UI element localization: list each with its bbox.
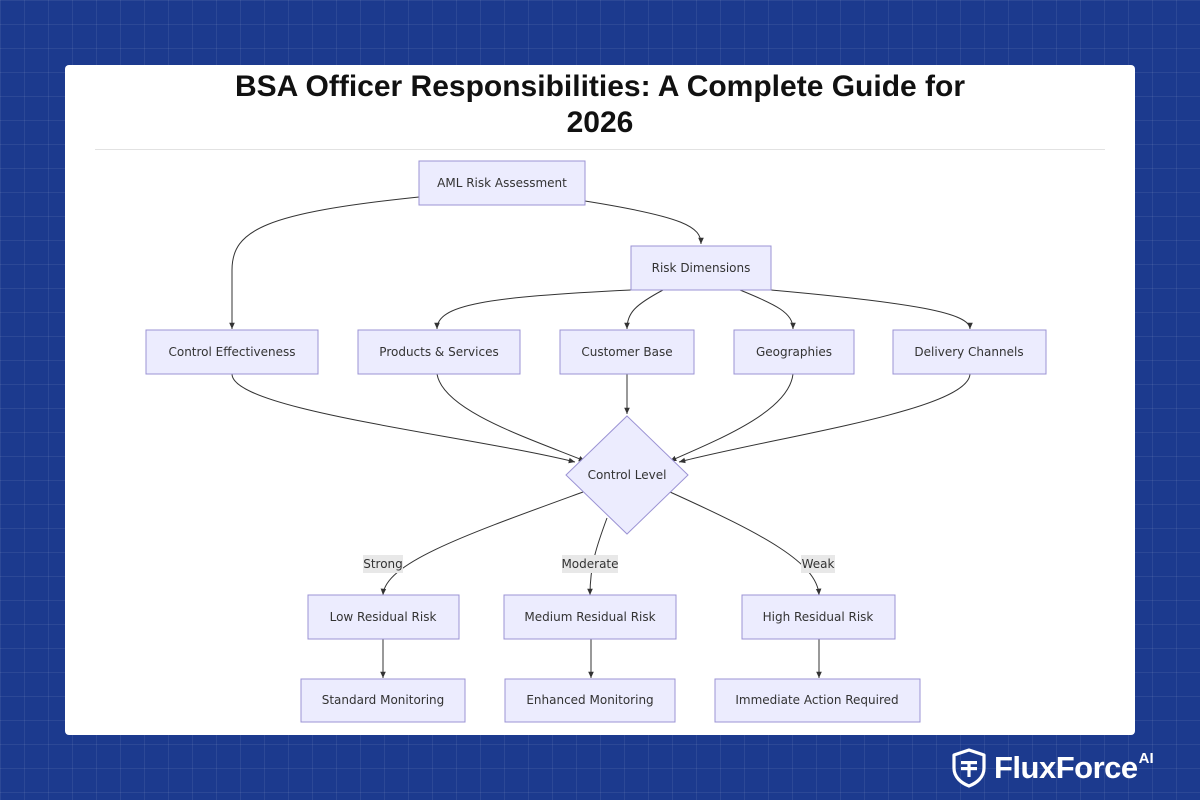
- node-immediate-action-required-label: Immediate Action Required: [735, 693, 898, 707]
- edge-delivery-to-control-level: [678, 373, 971, 464]
- node-control-effectiveness: Control Effectiveness: [145, 329, 319, 375]
- title-divider: [95, 149, 1105, 150]
- node-high-residual-risk-label: High Residual Risk: [763, 610, 874, 624]
- edge-label-moderate: Moderate: [561, 555, 619, 573]
- edge-dims-to-delivery: [770, 289, 973, 330]
- edge-label-strong-text: Strong: [363, 557, 403, 571]
- node-standard-monitoring-label: Standard Monitoring: [322, 693, 445, 707]
- edges: [229, 196, 973, 678]
- node-aml-risk-assessment-label: AML Risk Assessment: [437, 176, 567, 190]
- edge-control-level-weak: [669, 491, 822, 596]
- edge-geographies-to-control-level: [669, 373, 794, 462]
- node-control-level-label: Control Level: [588, 468, 667, 482]
- edge-label-weak-text: Weak: [802, 557, 835, 571]
- node-products-services: Products & Services: [357, 329, 521, 375]
- node-control-level: Control Level: [565, 415, 689, 535]
- diagram-card: BSA Officer Responsibilities: A Complete…: [65, 65, 1135, 735]
- edge-aml-to-risk-dimensions: [584, 200, 704, 245]
- node-low-residual-risk: Low Residual Risk: [307, 594, 460, 640]
- node-standard-monitoring: Standard Monitoring: [300, 678, 466, 723]
- edge-aml-to-control-effectiveness: [229, 196, 420, 329]
- brand-name: FluxForce: [994, 750, 1138, 785]
- page-title: BSA Officer Responsibilities: A Complete…: [65, 69, 1135, 141]
- edge-dims-to-customer: [624, 289, 664, 330]
- node-control-effectiveness-label: Control Effectiveness: [168, 345, 295, 359]
- node-geographies-label: Geographies: [756, 345, 832, 359]
- node-delivery-channels-label: Delivery Channels: [914, 345, 1023, 359]
- edge-label-moderate-text: Moderate: [561, 557, 618, 571]
- node-medium-residual-risk: Medium Residual Risk: [503, 594, 677, 640]
- node-customer-base: Customer Base: [559, 329, 695, 375]
- edge-label-weak: Weak: [801, 555, 835, 573]
- node-low-residual-risk-label: Low Residual Risk: [330, 610, 437, 624]
- node-aml-risk-assessment: AML Risk Assessment: [418, 160, 586, 206]
- shield-icon: [952, 748, 986, 788]
- edge-products-to-control-level: [436, 373, 586, 462]
- edge-label-strong: Strong: [363, 555, 403, 573]
- edge-dims-to-products: [434, 289, 632, 330]
- edge-control-effectiveness-to-control-level: [231, 373, 576, 464]
- node-delivery-channels: Delivery Channels: [892, 329, 1047, 375]
- node-medium-residual-risk-label: Medium Residual Risk: [524, 610, 655, 624]
- node-risk-dimensions-label: Risk Dimensions: [652, 261, 751, 275]
- node-enhanced-monitoring-label: Enhanced Monitoring: [526, 693, 653, 707]
- node-risk-dimensions: Risk Dimensions: [630, 245, 772, 291]
- node-customer-base-label: Customer Base: [581, 345, 672, 359]
- flowchart: Strong Moderate Weak AML Risk Assessment…: [145, 160, 1047, 723]
- brand-suffix: AI: [1138, 749, 1154, 767]
- node-immediate-action-required: Immediate Action Required: [714, 678, 921, 723]
- node-products-services-label: Products & Services: [379, 345, 498, 359]
- node-geographies: Geographies: [733, 329, 855, 375]
- node-high-residual-risk: High Residual Risk: [741, 594, 896, 640]
- edge-control-level-strong: [380, 491, 584, 596]
- node-enhanced-monitoring: Enhanced Monitoring: [504, 678, 676, 723]
- title-line-1: BSA Officer Responsibilities: A Complete…: [234, 70, 966, 103]
- title-line-2: 2026: [566, 106, 634, 139]
- edge-dims-to-geographies: [739, 289, 796, 330]
